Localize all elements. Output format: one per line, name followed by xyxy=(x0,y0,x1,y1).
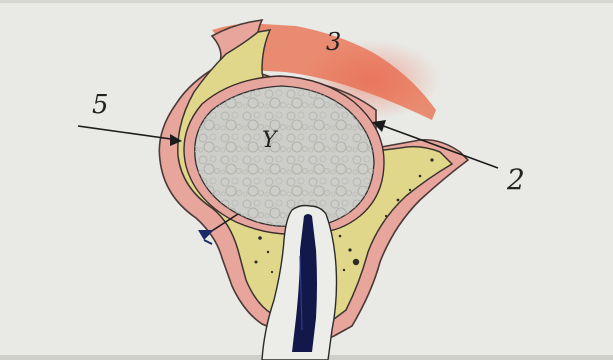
label-5: 5 xyxy=(92,92,109,118)
label-cyst-center: Y xyxy=(262,130,277,152)
label-2: 2 xyxy=(507,166,525,194)
label-3: 3 xyxy=(326,30,341,54)
